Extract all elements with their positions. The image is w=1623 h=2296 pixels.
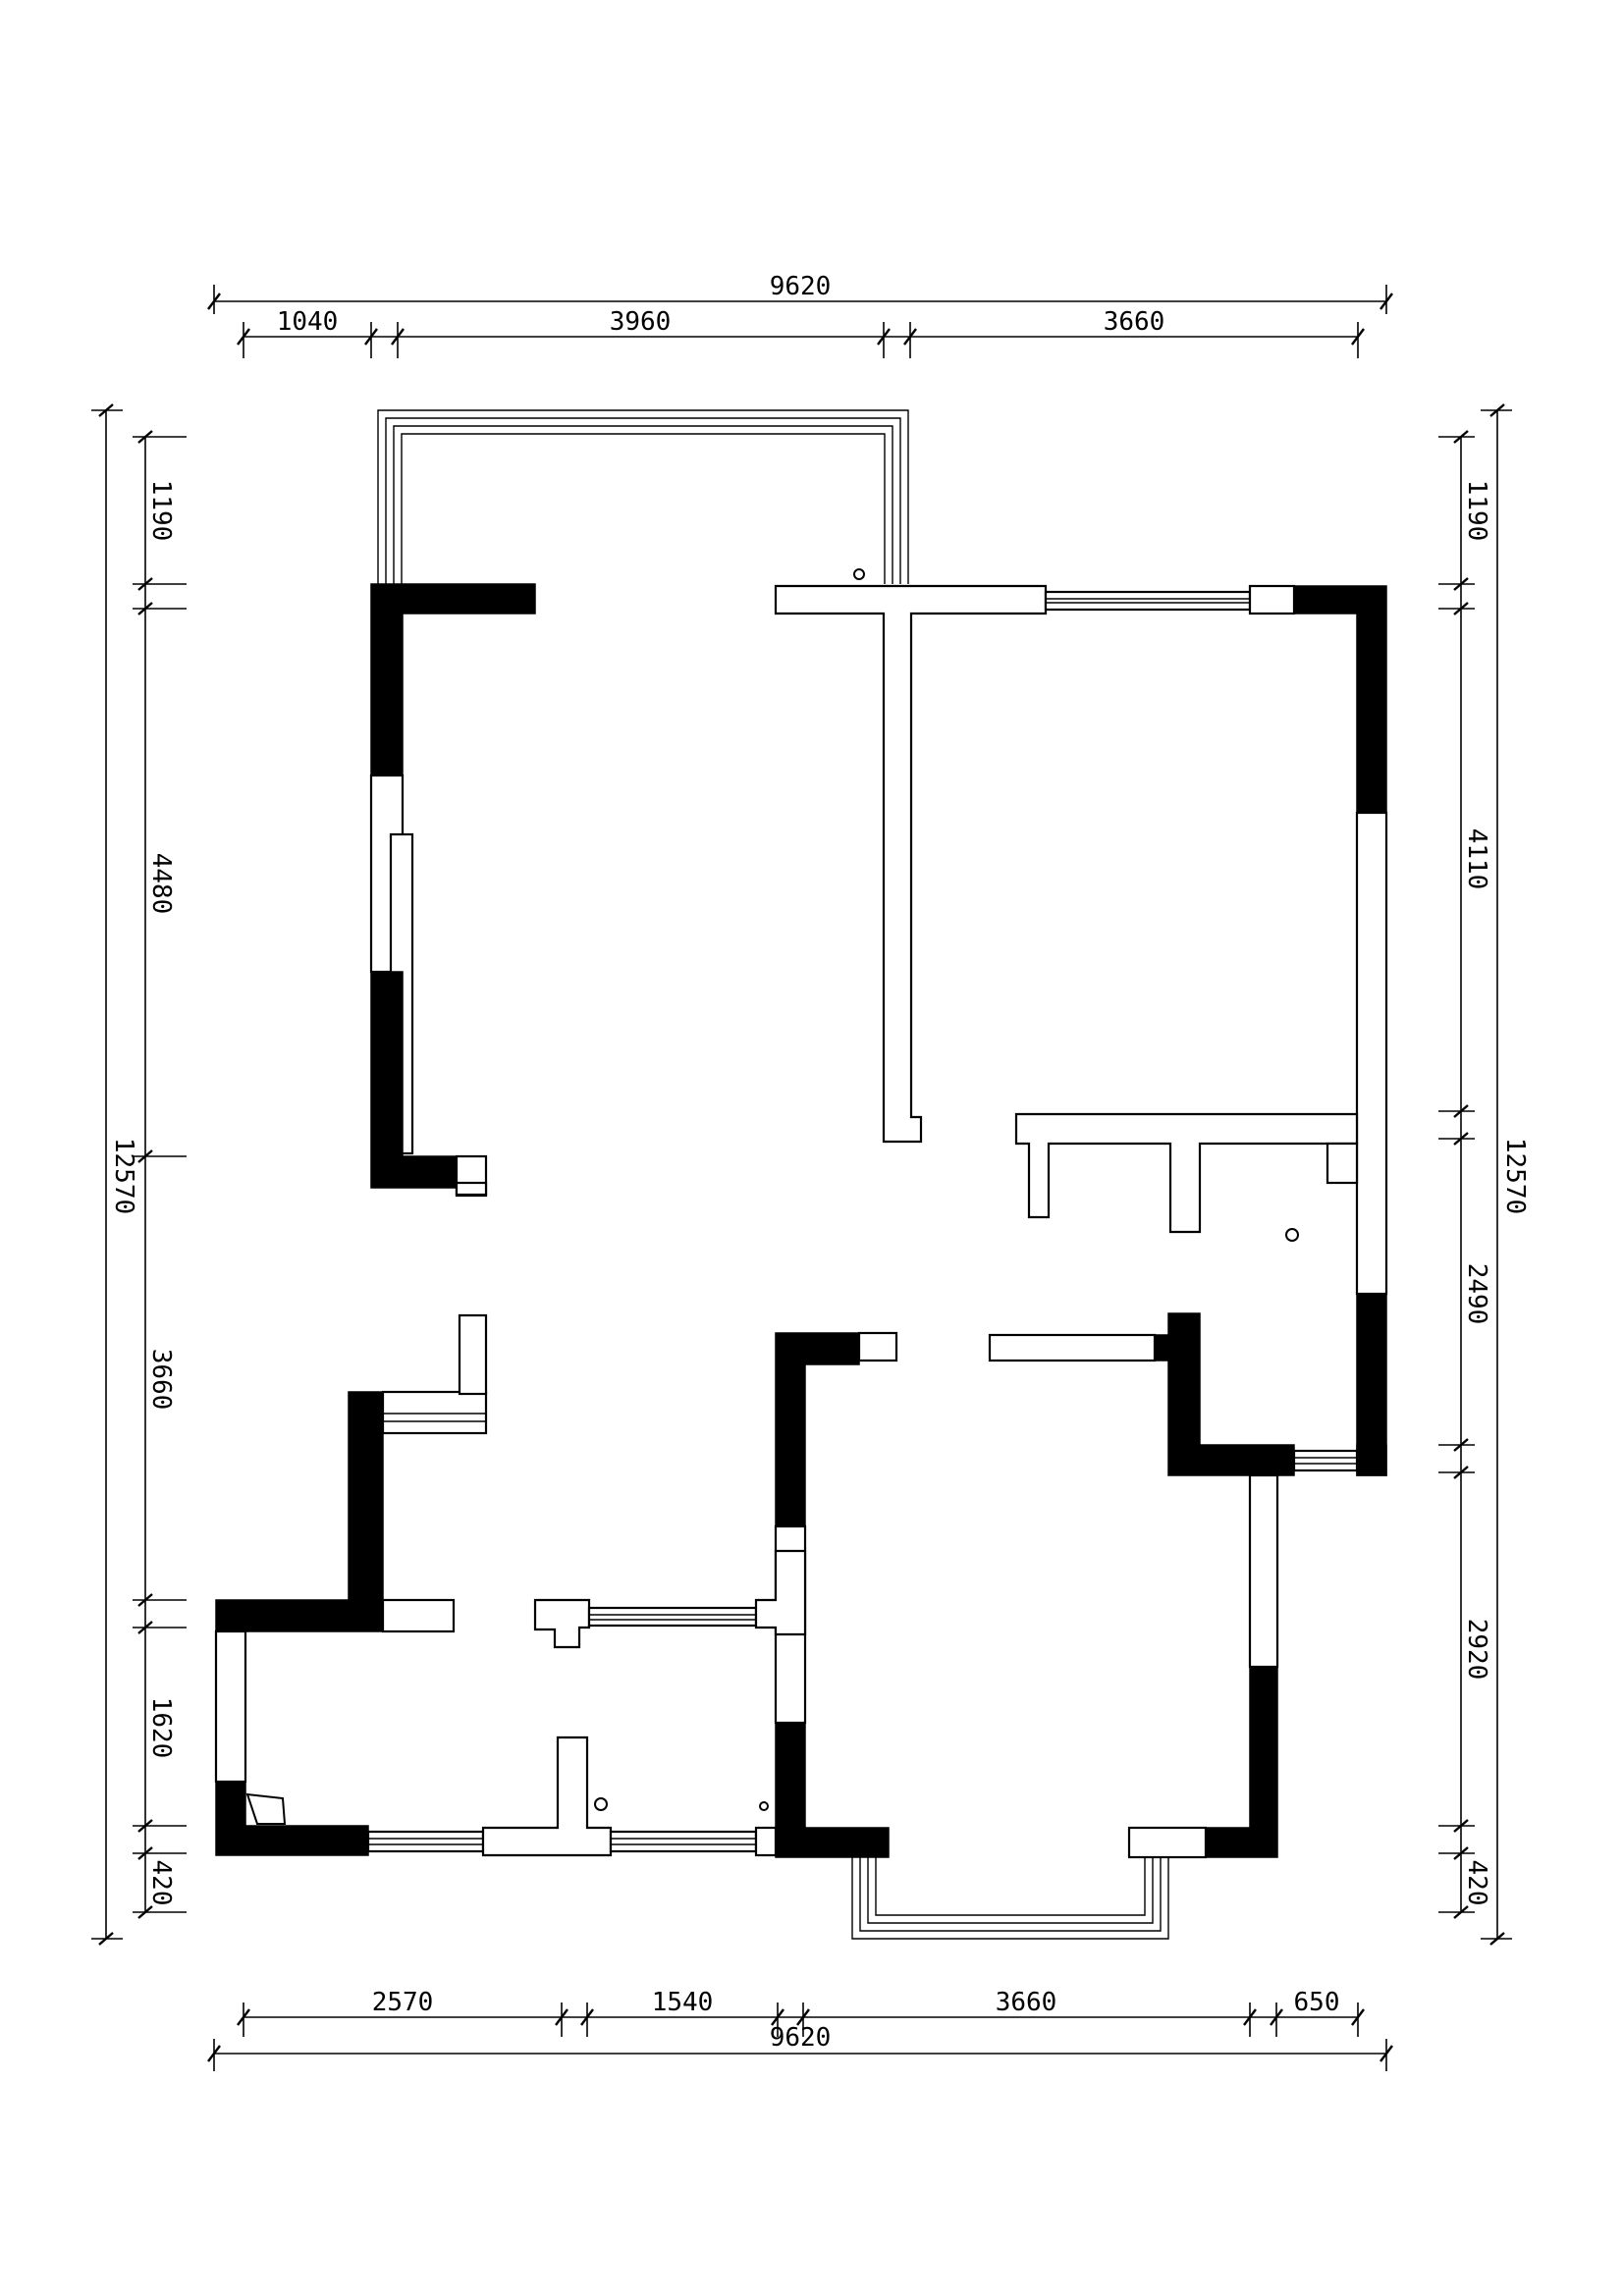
top-dimensions: 9620 1040 3960 3660 [207, 272, 1393, 358]
bottom-segment-3-label: 3660 [996, 1988, 1057, 2017]
left-segment-4-label: 1620 [146, 1697, 176, 1759]
top-center-wall [774, 568, 1296, 1144]
left-upper-wall [369, 583, 536, 1198]
center-left-internal-walls [481, 1549, 890, 1858]
left-segment-1-label: 1190 [146, 480, 176, 542]
bottom-dimensions: 2570 1540 3660 650 9620 [207, 1988, 1393, 2071]
center-walls [774, 1331, 1169, 1854]
top-segment-1-label: 1040 [277, 307, 339, 337]
top-segment-3-label: 3660 [1104, 307, 1165, 337]
left-dimensions: 12570 1190 4480 3660 1620 420 [91, 403, 187, 1946]
right-lower-wall [1127, 1312, 1387, 1859]
top-balcony-railing [377, 409, 909, 584]
mid-right-closet-walls [1014, 1112, 1359, 1242]
bottom-segment-2-label: 1540 [652, 1988, 714, 2017]
right-segment-5-label: 420 [1462, 1860, 1491, 1906]
top-total-label: 9620 [770, 272, 832, 301]
right-total-label: 12570 [1500, 1138, 1530, 1214]
right-upper-wall [1293, 585, 1388, 1476]
left-segment-2-label: 4480 [146, 853, 176, 915]
left-segment-5-label: 420 [146, 1860, 176, 1906]
right-segment-1-label: 1190 [1462, 480, 1491, 542]
right-dimensions: 12570 1190 4110 2490 2920 420 [1438, 403, 1530, 1946]
bottom-total-label: 9620 [770, 2023, 832, 2053]
bottom-segment-4-label: 650 [1294, 1988, 1340, 2017]
bottom-segment-1-label: 2570 [372, 1988, 434, 2017]
left-lower-walls [214, 1313, 488, 1856]
right-segment-3-label: 2490 [1462, 1263, 1491, 1325]
left-segment-3-label: 3660 [146, 1349, 176, 1411]
right-segment-4-label: 2920 [1462, 1619, 1491, 1681]
right-segment-2-label: 4110 [1462, 828, 1491, 890]
left-total-label: 12570 [109, 1138, 138, 1214]
bottom-bay-window [851, 1853, 1169, 1940]
top-segment-2-label: 3960 [610, 307, 672, 337]
